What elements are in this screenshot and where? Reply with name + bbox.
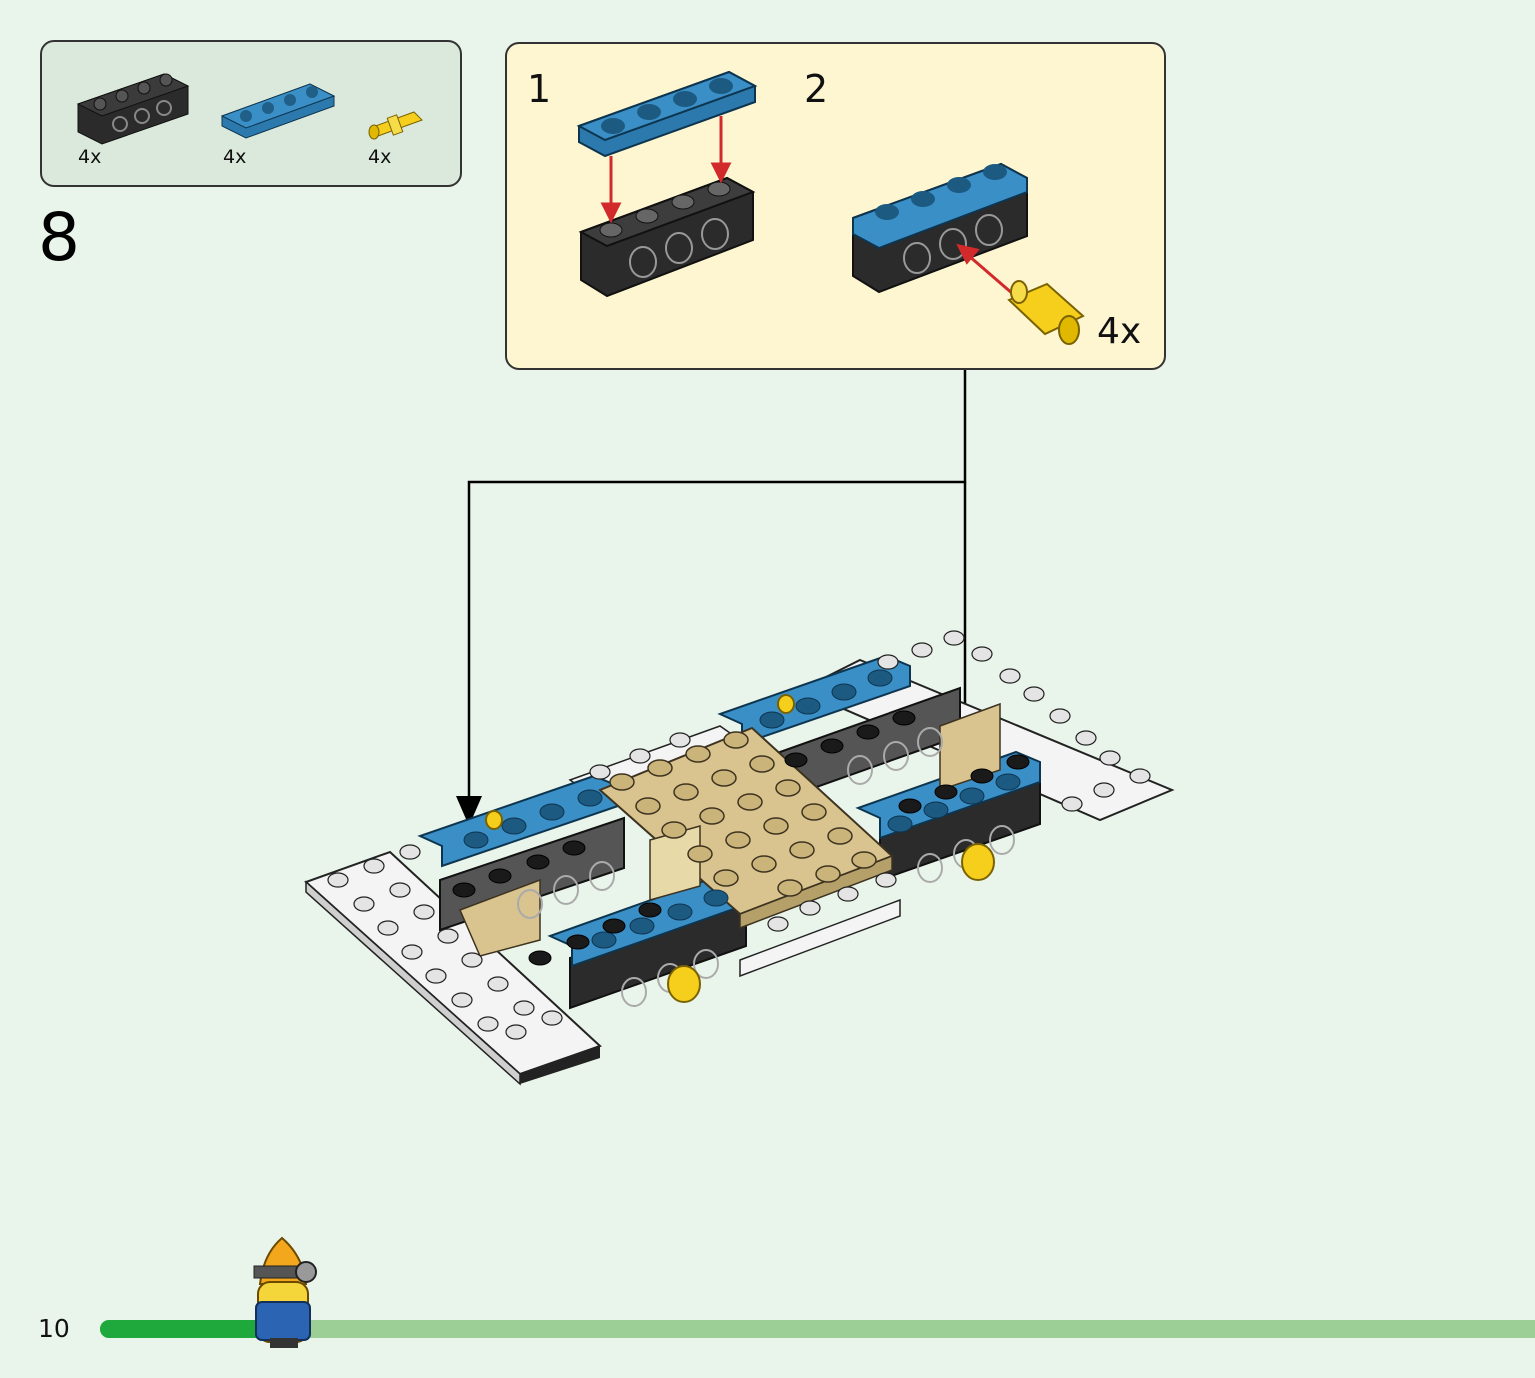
black-brick-studs: [452, 710, 1030, 966]
parts-list-box: 4x 4x 4x: [40, 40, 462, 187]
tan-center-plate: [458, 702, 1001, 957]
yellow-pin-icon: [368, 111, 423, 140]
part-count-yellow-pin: 4x: [368, 146, 392, 168]
tan-plate-studs: [609, 731, 877, 897]
sub-step-1-arrows: [600, 116, 732, 224]
callout-arrow-left: [456, 796, 482, 826]
sub-assembly-illustrations: [576, 70, 1085, 345]
sub-step-2-assembled-brick: [852, 162, 1028, 294]
black-technic-brick-icon: [76, 73, 190, 145]
sub-step-1-blue-plate: [576, 70, 758, 158]
page-number: 10: [38, 1314, 70, 1343]
sub-step-2-multiplier: 4x: [1097, 311, 1142, 352]
white-plate-studs: [327, 630, 1151, 1040]
blue-plate-studs: [463, 669, 1021, 949]
blue-plate-icon: [220, 83, 336, 139]
sub-step-1-black-brick: [578, 176, 756, 298]
part-count-black-brick: 4x: [78, 146, 102, 168]
yellow-pins: [485, 694, 995, 1003]
sub-step-label-2: 2: [804, 67, 829, 111]
sub-step-label-1: 1: [527, 67, 552, 111]
sub-step-2-arrow: [956, 243, 1014, 296]
minion-mascot-icon: [253, 1236, 317, 1348]
step-number: 8: [38, 199, 80, 276]
technic-holes: [517, 727, 1015, 1007]
progress-bar: [100, 1320, 1535, 1338]
progress-bar-fill: [100, 1320, 258, 1338]
sub-assembly-box: 1 2: [505, 42, 1166, 370]
parts-illustrations: [76, 73, 423, 145]
sub-step-2-yellow-pin: [1007, 280, 1085, 345]
part-count-blue-plate: 4x: [223, 146, 247, 168]
